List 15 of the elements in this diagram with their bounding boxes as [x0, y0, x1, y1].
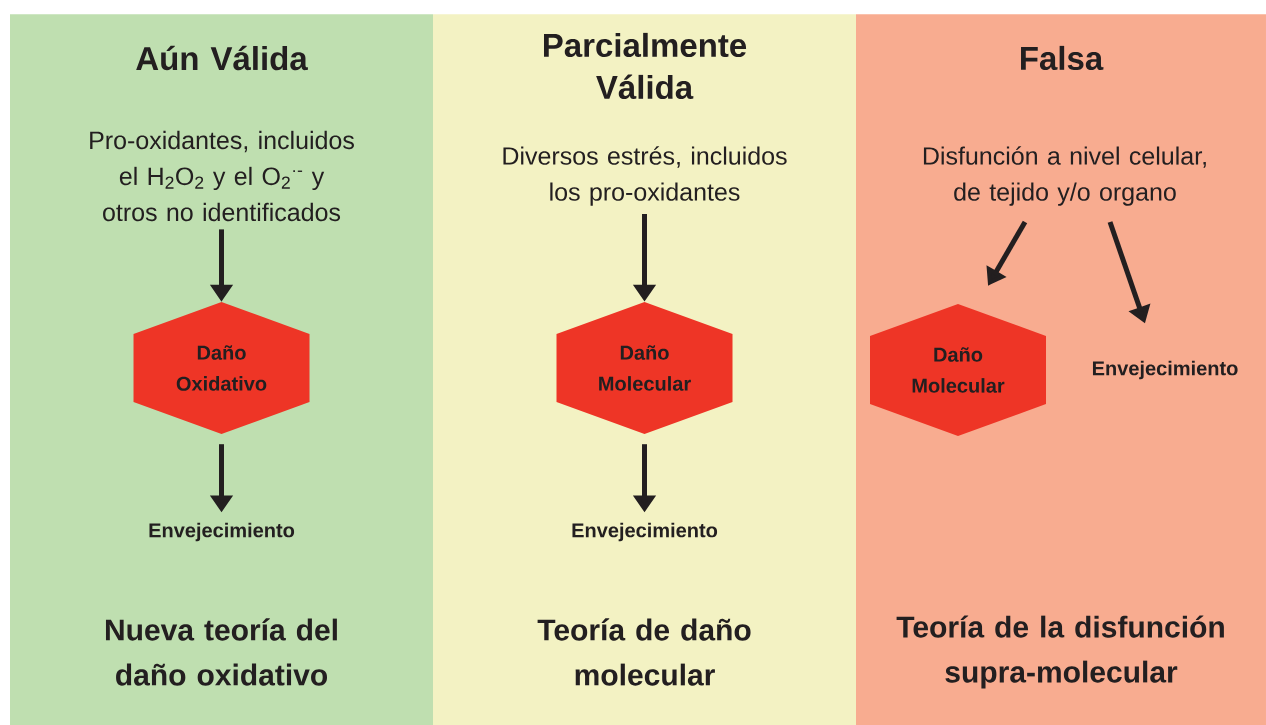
cause-text: Pro-oxidantes, incluidos el H$_{2}$O$_{2}$ y el O$_{2}$$^{·-}$ y otros no identificados: [90, 130, 354, 222]
outcome-text: Envejecimiento: [149, 522, 295, 542]
hexagon: Daño Molecular: [556, 302, 733, 434]
theory-title: Nueva teoría del daño oxidativo: [106, 618, 337, 686]
panel-heading: Aún Válida: [136, 45, 308, 71]
cause-text: Diversos estrés, incluidos los pro-oxidantes: [503, 146, 787, 206]
outcome-text: Envejecimiento: [572, 522, 718, 542]
cause-text: Disfunción a nivel celular, de tejido y/o organo: [923, 146, 1206, 206]
panel-heading: Parcialmente Válida: [544, 32, 747, 100]
hexagon: Daño Molecular: [870, 304, 1046, 436]
theory-title: Teoría de la disfunción supra-molecular: [896, 615, 1224, 689]
outcome-text: Envejecimiento: [1093, 360, 1238, 380]
hexagon: Daño Oxidativo: [133, 302, 310, 434]
theory-title: Teoría de daño molecular: [537, 618, 751, 686]
panel-heading: Falsa: [1021, 45, 1104, 71]
